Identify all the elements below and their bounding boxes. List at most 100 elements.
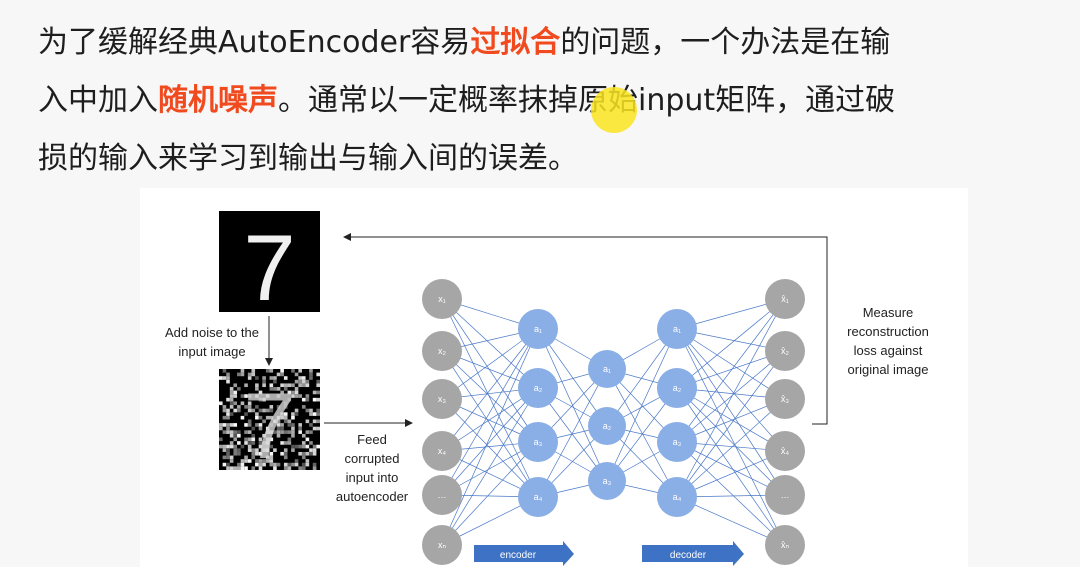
feed-label-line3: input into xyxy=(346,470,399,485)
network-edge xyxy=(676,350,786,498)
decoder-arrow: decoder xyxy=(642,541,744,566)
text-segment: 。通常以一定概率抹掉原始input矩阵，通过破 xyxy=(278,83,896,118)
encoder-hidden-node: a₁ xyxy=(518,309,558,349)
node-label: x̂₂ xyxy=(781,346,790,356)
network-edge xyxy=(676,387,786,496)
network-edge xyxy=(676,298,786,498)
noisy-digit: 7 xyxy=(243,373,295,478)
network-edge xyxy=(441,298,539,443)
paragraph-line: 入中加入随机噪声。通常以一定概率抹掉原始input矩阵，通过破 xyxy=(38,72,1068,130)
network-edge xyxy=(441,328,539,496)
feed-label-line2: corrupted xyxy=(345,451,400,466)
node-label: x₄ xyxy=(438,446,447,456)
highlighted-phrase: 过拟合 xyxy=(470,25,561,60)
node-label: x̂ₙ xyxy=(781,540,790,550)
network-edge xyxy=(441,350,539,498)
network-edge xyxy=(441,350,539,443)
node-label: a₄ xyxy=(673,492,682,502)
input-node: … xyxy=(422,475,462,515)
text-segment: 的问题，一个办法是在输 xyxy=(560,25,891,60)
node-label: x₃ xyxy=(438,394,447,404)
network-edge xyxy=(441,298,539,389)
output-node: x̂₂ xyxy=(765,331,805,371)
network-edge xyxy=(441,328,539,546)
highlighted-phrase: 随机噪声 xyxy=(158,83,278,118)
text-segment: 为了缓解经典AutoEncoder容易 xyxy=(38,25,471,60)
node-label: a₂ xyxy=(534,383,543,393)
measure-label-line4: original image xyxy=(848,362,929,377)
encoder-arrow: encoder xyxy=(474,541,574,566)
encoder-hidden-node: a₄ xyxy=(518,477,558,517)
clean-digit: 7 xyxy=(243,215,295,320)
diagram-svg: 7 7 Add noise to the input image Feed co… xyxy=(165,211,929,566)
network-nodes: x₁ x₂ x₃ x₄ … xₙ a₁ a₂ a₃ a₄ a₁ a₂ a₃ a₁ a₂ a₃ a₄ x̂₁ x̂₂ x… xyxy=(422,279,805,565)
decoder-hidden-node: a₃ xyxy=(657,422,697,462)
input-node: x₄ xyxy=(422,431,462,471)
node-label: a₁ xyxy=(603,364,611,374)
network-edge xyxy=(441,387,539,496)
input-node: x₁ xyxy=(422,279,462,319)
node-label: a₃ xyxy=(673,437,682,447)
node-label: x̂₃ xyxy=(781,394,790,404)
input-node: x₃ xyxy=(422,379,462,419)
network-edge xyxy=(676,441,786,546)
network-edge xyxy=(606,328,678,482)
network-edge xyxy=(441,441,539,546)
network-edge xyxy=(676,398,786,498)
feed-label-line1: Feed xyxy=(357,432,387,447)
network-edge xyxy=(676,298,786,389)
node-label: … xyxy=(438,490,447,500)
network-edge xyxy=(676,298,786,443)
network-edge xyxy=(441,328,539,452)
paragraph-line: 损的输入来学习到输出与输入间的误差。 xyxy=(38,130,1068,188)
cursor-highlight xyxy=(591,87,637,133)
output-node: x̂₁ xyxy=(765,279,805,319)
node-label: a₁ xyxy=(673,324,681,334)
node-label: a₃ xyxy=(534,437,543,447)
bottleneck-node: a₂ xyxy=(588,407,626,445)
network-edge xyxy=(606,368,678,498)
feed-label-line4: autoencoder xyxy=(336,489,409,504)
network-edge xyxy=(676,387,786,452)
node-label: x̂₄ xyxy=(781,446,790,456)
clean-image: 7 xyxy=(219,211,320,320)
node-label: x₁ xyxy=(438,294,446,304)
network-edge xyxy=(676,350,786,443)
node-label: … xyxy=(781,490,790,500)
network-edge xyxy=(441,298,539,498)
network-edge xyxy=(537,368,608,498)
bottleneck-node: a₃ xyxy=(588,462,626,500)
network-edge xyxy=(676,328,786,452)
denoising-autoencoder-diagram: 7 7 Add noise to the input image Feed co… xyxy=(140,188,968,567)
feedback-arrow xyxy=(343,233,828,425)
decoder-hidden-node: a₁ xyxy=(657,309,697,349)
network-edge xyxy=(441,398,539,498)
node-label: a₂ xyxy=(603,421,612,431)
measure-label-line2: reconstruction xyxy=(847,324,929,339)
node-label: x̂₁ xyxy=(781,294,789,304)
network-edge xyxy=(676,441,786,496)
node-label: a₂ xyxy=(673,383,682,393)
network-edge xyxy=(676,328,786,400)
network-edge xyxy=(676,387,786,546)
network-edge xyxy=(676,328,786,496)
input-node: xₙ xyxy=(422,525,462,565)
noisy-image: 7 xyxy=(219,369,320,478)
node-label: a₃ xyxy=(603,476,612,486)
input-node: x₂ xyxy=(422,331,462,371)
measure-label-line3: loss against xyxy=(854,343,923,358)
network-edge xyxy=(441,387,539,546)
node-label: xₙ xyxy=(438,540,447,550)
text-segment: 损的输入来学习到输出与输入间的误差。 xyxy=(38,141,578,176)
network-edge xyxy=(676,328,786,546)
decoder-hidden-node: a₄ xyxy=(657,477,697,517)
node-label: a₁ xyxy=(534,324,542,334)
decoder-hidden-node: a₂ xyxy=(657,368,697,408)
node-label: x₂ xyxy=(438,346,447,356)
add-noise-label-line2: input image xyxy=(178,344,245,359)
paragraph: 为了缓解经典AutoEncoder容易过拟合的问题，一个办法是在输入中加入随机噪… xyxy=(38,14,1068,188)
encoder-hidden-node: a₃ xyxy=(518,422,558,462)
measure-label-line1: Measure xyxy=(863,305,914,320)
text-segment: 入中加入 xyxy=(38,83,158,118)
add-noise-label-line1: Add noise to the xyxy=(165,325,259,340)
